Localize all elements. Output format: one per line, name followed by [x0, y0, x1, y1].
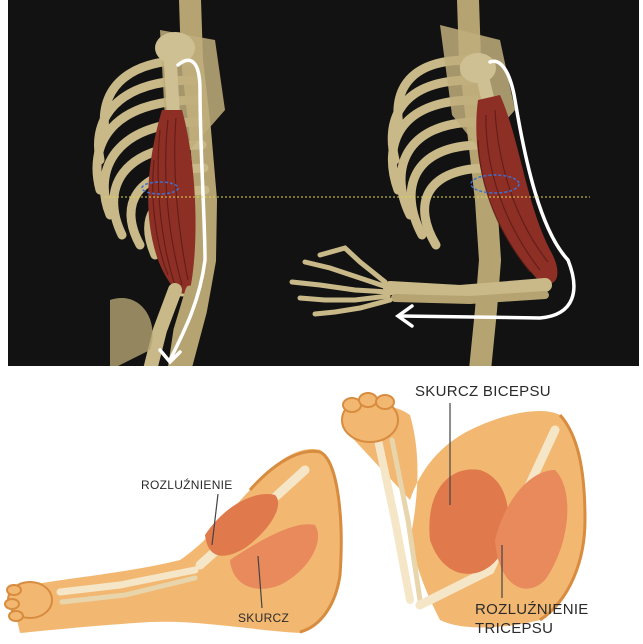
- flexed-arm: [342, 393, 585, 628]
- extended-arm: [5, 449, 342, 633]
- contract-label: SKURCZ: [238, 611, 289, 625]
- biceps-contraction-label: SKURCZ BICEPSU: [415, 383, 551, 400]
- flexed-fist: [342, 393, 398, 442]
- triceps-relax-label-line2: TRICEPSU: [475, 620, 553, 637]
- relax-label: ROZLUŹNIENIE: [141, 478, 233, 492]
- triceps-relax-label-line1: ROZLUŹNIENIE: [475, 601, 589, 618]
